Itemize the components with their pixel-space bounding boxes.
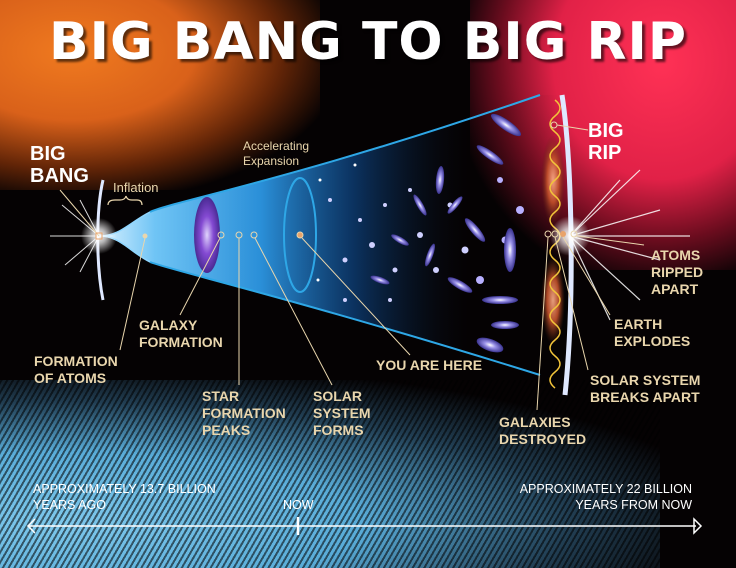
event-earth-explodes: EARTH EXPLODES — [614, 316, 690, 350]
event-label-line: SOLAR SYSTEM — [590, 372, 701, 388]
big-bang-label: BIG BANG — [30, 143, 89, 187]
timeline-right-arrow-icon — [693, 517, 703, 535]
big-rip-line-1: BIG — [588, 120, 624, 142]
event-label-line: SYSTEM — [313, 405, 371, 421]
expansion-line-1: Accelerating — [243, 139, 310, 153]
expansion-cone — [99, 94, 560, 376]
event-formation-of-atoms: FORMATION OF ATOMS — [34, 353, 118, 387]
event-label-line: DESTROYED — [499, 431, 587, 447]
event-label-line: EARTH — [614, 316, 663, 332]
event-label-line: FORMATION — [202, 405, 286, 421]
timeline-end-label: APPROXIMATELY 22 BILLION YEARS FROM NOW — [520, 481, 692, 513]
big-rip-wall — [541, 94, 690, 396]
galaxies-field — [316, 113, 524, 353]
orange-cloud-background — [0, 0, 320, 190]
event-label-line: EXPLODES — [614, 333, 691, 349]
timeline-left-arrow-icon — [26, 518, 36, 534]
event-label-line: APART — [651, 281, 699, 297]
event-label-line: GALAXIES — [499, 414, 571, 430]
event-star-formation-peaks: STAR FORMATION PEAKS — [202, 388, 286, 439]
event-label-line: FORMATION — [34, 353, 118, 369]
event-label-line: RIPPED — [651, 264, 704, 280]
big-bang-line-1: BIG — [30, 143, 66, 165]
timeline-start-label: APPROXIMATELY 13.7 BILLION YEARS AGO — [33, 481, 216, 513]
now-cross-section-ring — [283, 177, 317, 293]
event-label-line: SOLAR — [313, 388, 362, 404]
event-solar-system-forms: SOLAR SYSTEM FORMS — [313, 388, 371, 439]
big-rip-line-2: RIP — [588, 142, 622, 164]
event-you-are-here: YOU ARE HERE — [376, 357, 482, 374]
big-bang-wall — [50, 179, 117, 301]
event-atoms-ripped-apart: ATOMS RIPPED APART — [651, 247, 703, 298]
timeline-start-line-2: YEARS AGO — [33, 498, 106, 512]
accelerating-expansion-label: Accelerating Expansion — [243, 139, 309, 169]
inflation-label: Inflation — [113, 180, 159, 195]
page-title: BIG BANG TO BIG RIP — [49, 12, 687, 72]
event-label-line: GALAXY — [139, 317, 198, 333]
big-bang-line-2: BANG — [30, 165, 89, 187]
galaxy-formation-disc — [194, 197, 220, 273]
event-label-line: YOU ARE HERE — [376, 357, 483, 373]
event-label-line: PEAKS — [202, 422, 251, 438]
event-galaxy-formation: GALAXY FORMATION — [139, 317, 223, 351]
blue-cloud-background — [0, 380, 660, 568]
timeline-now-label: NOW — [283, 498, 314, 512]
event-leader-lines — [119, 231, 645, 411]
event-solar-system-breaks-apart: SOLAR SYSTEM BREAKS APART — [590, 372, 700, 406]
event-galaxies-destroyed: GALAXIES DESTROYED — [499, 414, 586, 448]
event-label-line: FORMATION — [139, 334, 223, 350]
timeline-end-line-1: APPROXIMATELY 22 BILLION — [519, 482, 692, 496]
timeline-start-line-1: APPROXIMATELY 13.7 BILLION — [33, 482, 216, 496]
timeline-axis — [26, 517, 703, 535]
expansion-line-2: Expansion — [243, 154, 300, 168]
timeline-end-line-2: YEARS FROM NOW — [575, 498, 692, 512]
event-label-line: ATOMS — [651, 247, 701, 263]
big-rip-label: BIG RIP — [588, 120, 624, 164]
inflation-bracket — [107, 195, 143, 206]
event-label-line: BREAKS APART — [590, 389, 700, 405]
event-label-line: FORMS — [313, 422, 364, 438]
event-label-line: STAR — [202, 388, 240, 404]
event-label-line: OF ATOMS — [34, 370, 107, 386]
